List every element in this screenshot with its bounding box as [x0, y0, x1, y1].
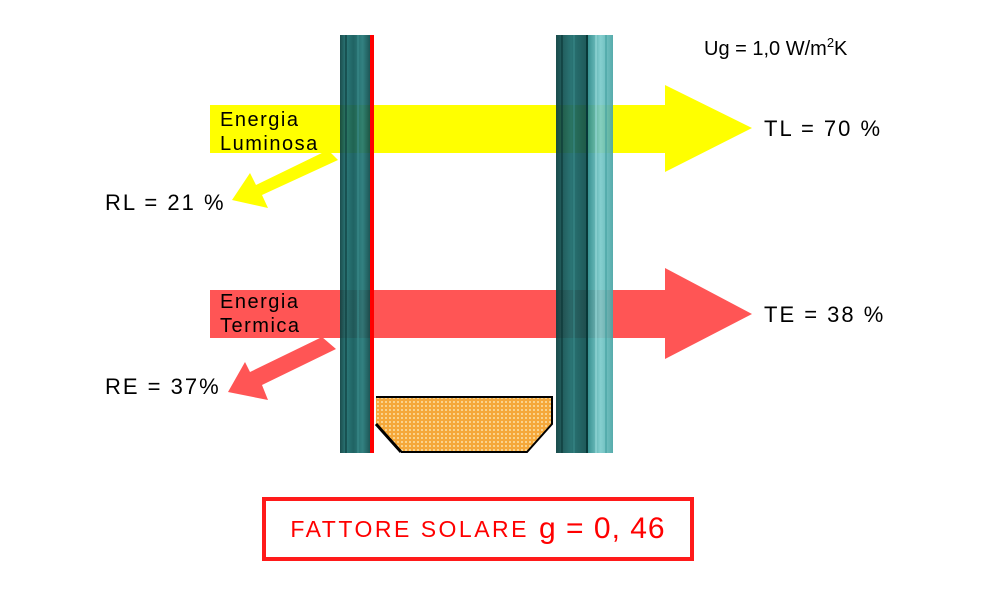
light-energy-label-line1: Energia [220, 109, 299, 131]
light-energy-label-line2: Luminosa [220, 133, 319, 155]
rl-value: RL = 21 % [105, 190, 226, 215]
ug-value: Ug = 1,0 W/m2K [704, 35, 848, 60]
solar-factor-value: g = 0, 46 [539, 512, 666, 545]
light-reflection-arrow [232, 150, 338, 208]
solar-factor-label: FATTORE SOLARE [290, 515, 530, 542]
solar-factor-box: FATTORE SOLARE g = 0, 46 [262, 497, 694, 561]
glass-interlayer [586, 35, 588, 453]
inner-glass-pane-a [556, 35, 586, 453]
low-e-coating [370, 35, 374, 453]
inner-glass-pane-b [588, 35, 613, 453]
thermal-reflection-arrow [228, 337, 336, 400]
outer-glass-pane [340, 35, 370, 453]
thermal-energy-arrow [210, 268, 752, 359]
tl-value: TL = 70 % [764, 116, 882, 141]
thermal-energy-label-line2: Termica [220, 315, 301, 337]
te-value: TE = 38 % [764, 302, 885, 327]
re-value: RE = 37% [105, 374, 221, 399]
thermal-energy-label-line1: Energia [220, 291, 299, 313]
spacer-bar [376, 397, 552, 452]
